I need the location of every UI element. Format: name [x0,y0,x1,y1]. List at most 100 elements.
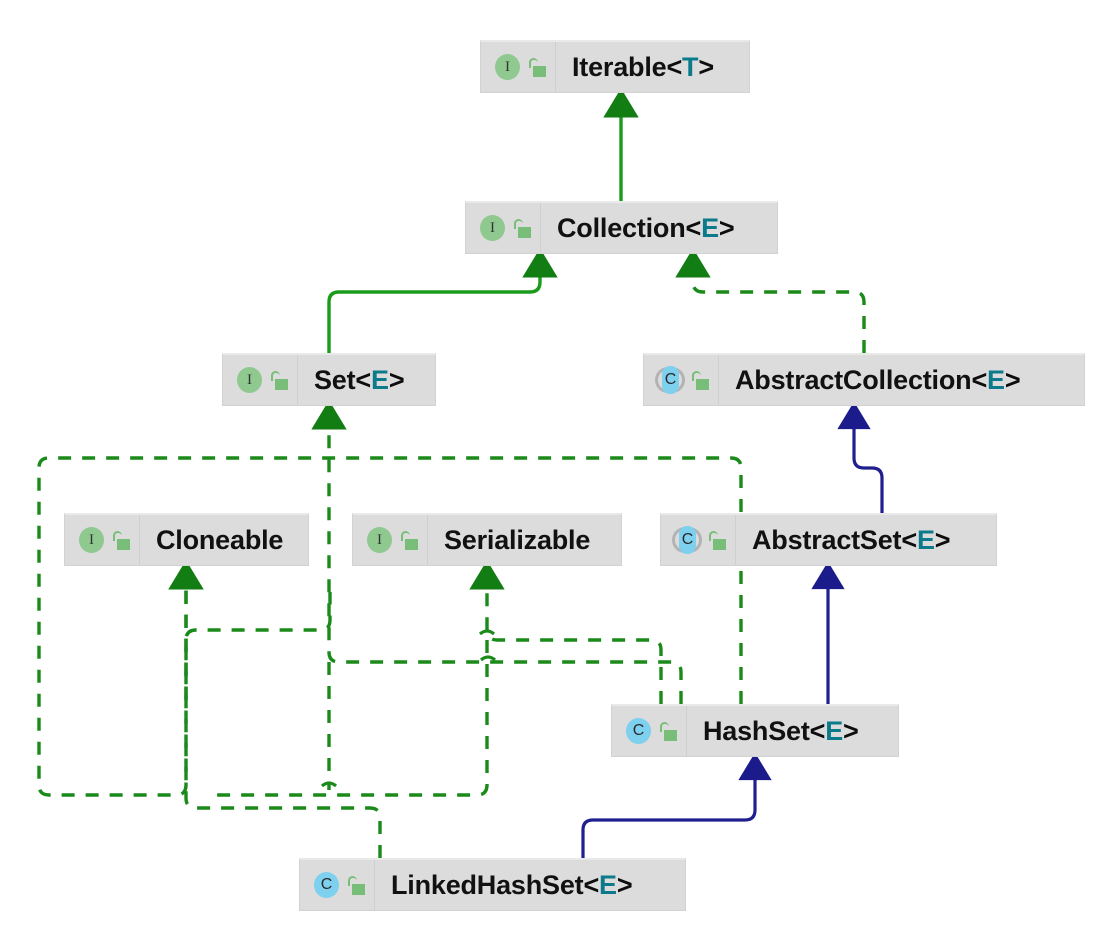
generic-type-parameter: E [701,212,719,243]
kind-icon-letter: C [664,371,677,388]
kind-icon-disc [367,527,392,553]
generic-close-bracket: > [388,364,405,395]
kind-icon-disc [314,872,339,898]
interface-icon: I [364,525,394,555]
generic-type-parameter: E [371,364,389,395]
edge-crossing-jumps [320,629,497,788]
interface-icon: I [76,525,106,555]
kind-icon-disc [679,526,696,554]
generic-close-bracket: > [843,715,859,746]
abstract-bracket-left-icon [655,367,668,393]
lock-body [664,729,677,741]
public-visibility-lock-icon [401,530,418,550]
generic-close-bracket: > [616,869,633,900]
node-label: Cloneable [140,524,299,555]
public-visibility-lock-icon [113,530,130,550]
generic-type-parameter: E [987,364,1005,395]
lock-body [117,538,130,550]
kind-icon-disc [626,718,651,744]
interface-icon: I [234,365,264,395]
abstract-class-icon: C [655,365,685,395]
node-type-name: Iterable [572,51,667,82]
lock-body [713,538,726,550]
kind-icon-disc [237,367,262,393]
kind-icon-letter: I [247,371,252,388]
node-type-name: HashSet [703,715,810,746]
edge-linkedhashset-implements-serializable [216,640,489,797]
generic-type-parameter: T [682,51,699,82]
node-label: HashSet<E> [687,715,875,746]
lock-shackle [514,218,523,229]
kind-icon-letter: I [505,58,510,75]
node-icon-gutter: C [612,706,687,756]
generic-type-parameter: E [916,524,935,555]
edge-hashset-implements-serializable [469,560,663,704]
public-visibility-lock-icon [529,57,546,77]
lock-shackle [529,57,538,68]
generic-close-bracket: > [934,524,951,555]
generic-open-bracket: < [666,51,683,82]
generic-open-bracket: < [355,364,371,395]
kind-icon-disc [480,215,505,241]
node-collection[interactable]: I Collection<E> [465,201,778,254]
node-icon-gutter: I [481,42,556,92]
node-type-name: AbstractCollection [735,364,972,395]
edge-abstractcollection-implements-collection [675,248,866,353]
node-icon-gutter: I [223,355,298,405]
node-cloneable[interactable]: I Cloneable [64,513,309,566]
kind-icon-letter: I [377,531,382,548]
node-label: AbstractCollection<E> [719,364,1036,395]
node-icon-gutter: C [661,515,736,565]
node-icon-gutter: I [353,515,428,565]
abstract-class-icon: C [672,525,702,555]
node-label: Serializable [428,526,606,554]
abstract-bracket-left-icon [672,527,685,553]
node-serializable[interactable]: I Serializable [352,513,622,566]
node-type-name: Set [314,364,356,395]
lock-shackle [692,370,701,381]
class-icon: C [623,716,653,746]
generic-open-bracket: < [583,869,600,900]
node-icon-gutter: I [65,515,140,565]
generic-open-bracket: < [685,212,702,243]
node-icon-gutter: I [466,203,541,253]
node-label: Collection<E> [541,212,750,243]
node-set[interactable]: I Set<E> [222,353,436,406]
class-icon: C [311,870,341,900]
lock-shackle [113,530,122,541]
kind-icon-letter: I [89,531,94,548]
public-visibility-lock-icon [348,875,365,895]
kind-icon-letter: I [490,219,495,236]
node-type-name: AbstractSet [752,524,902,555]
lock-body [352,883,365,895]
kind-icon-letter: C [320,876,333,893]
edge-set-extends-collection [327,248,558,353]
kind-icon-letter: C [681,531,694,548]
generic-open-bracket: < [809,715,826,746]
kind-icon-disc [662,366,679,394]
node-type-name: Cloneable [156,524,284,555]
node-type-name: LinkedHashSet [391,869,584,900]
lock-body [533,65,546,77]
lock-body [696,378,709,390]
lock-shackle [271,370,280,381]
node-label: Set<E> [298,364,420,395]
node-abstractset[interactable]: C AbstractSet<E> [660,513,997,566]
lock-shackle [709,530,718,541]
public-visibility-lock-icon [514,218,531,238]
lock-shackle [401,530,410,541]
node-icon-gutter: C [300,860,375,910]
lock-shackle [660,721,669,732]
node-hashset[interactable]: C HashSet<E> [611,704,899,757]
public-visibility-lock-icon [660,721,677,741]
node-label: AbstractSet<E> [736,524,966,555]
generic-close-bracket: > [1004,364,1021,395]
interface-icon: I [492,52,522,82]
edge-hashset-implements-set [311,400,683,704]
node-abstractcollection[interactable]: C AbstractCollection<E> [643,353,1085,406]
generic-type-parameter: E [825,715,844,746]
